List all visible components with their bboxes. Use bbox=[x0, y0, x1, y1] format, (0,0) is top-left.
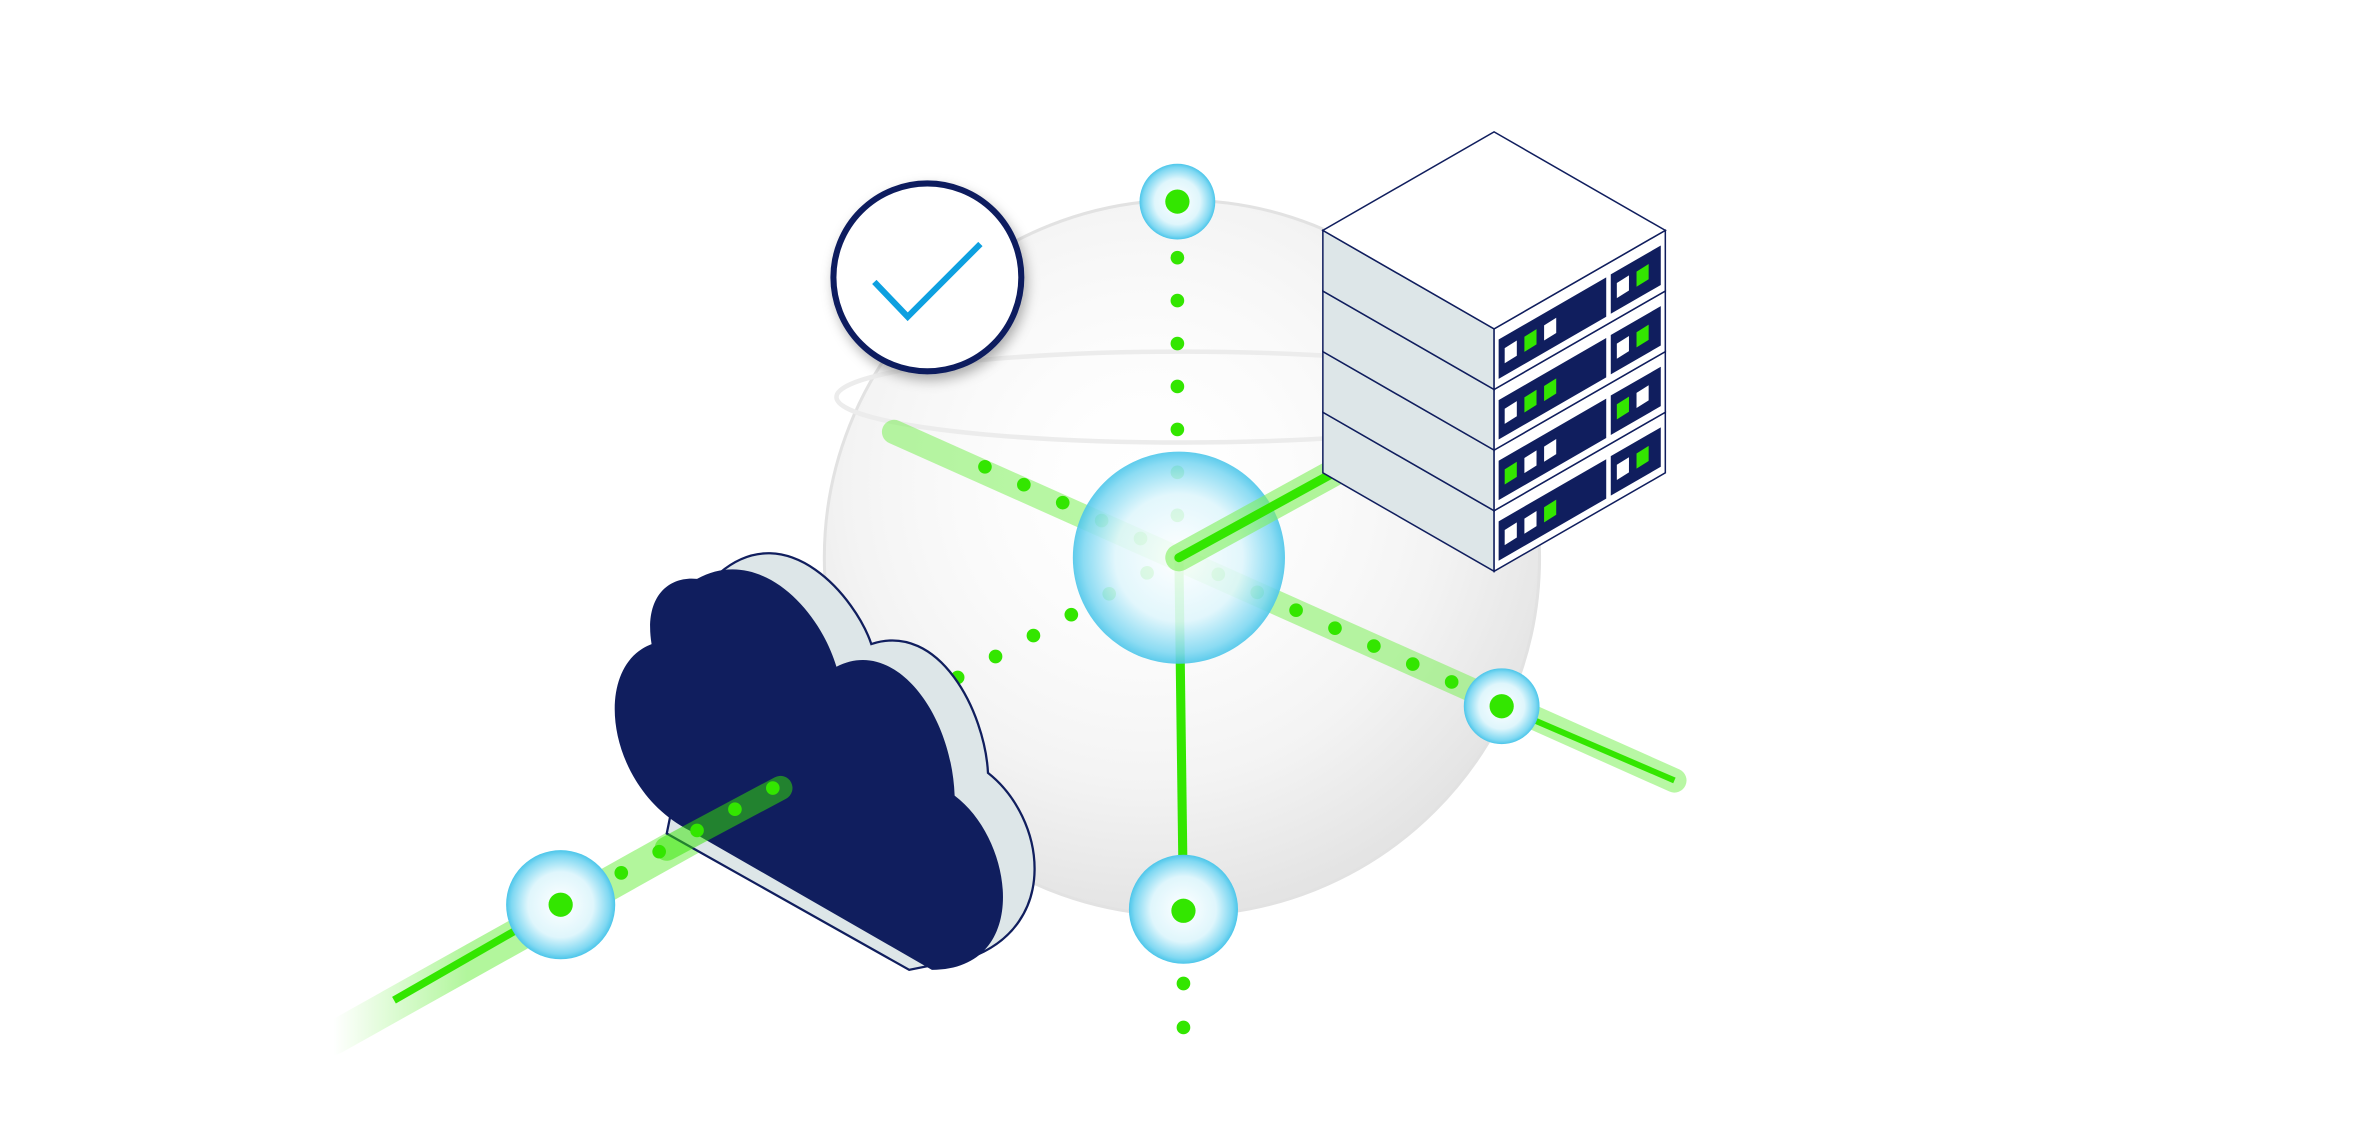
server-unit bbox=[1322, 410, 1667, 573]
server-led bbox=[1544, 439, 1557, 462]
server-unit bbox=[1322, 350, 1667, 513]
link-dot bbox=[978, 459, 992, 474]
server-led bbox=[1616, 275, 1629, 299]
server-led bbox=[1616, 336, 1629, 359]
link-dot bbox=[1367, 639, 1381, 653]
server-led bbox=[1544, 378, 1557, 402]
link-dot bbox=[1026, 628, 1041, 643]
server-led bbox=[1524, 329, 1537, 352]
server-led bbox=[1544, 317, 1557, 341]
cloud-icon bbox=[614, 552, 1036, 972]
server-led bbox=[1616, 457, 1629, 480]
link-dot bbox=[728, 802, 742, 817]
server-led bbox=[1524, 450, 1537, 474]
link-dot bbox=[1289, 603, 1303, 618]
link-dot bbox=[1064, 607, 1079, 622]
server-led bbox=[1636, 324, 1649, 348]
network-nodes bbox=[506, 163, 1540, 964]
server-led bbox=[1636, 385, 1649, 409]
link-dot bbox=[765, 781, 780, 795]
link-dot bbox=[1328, 621, 1342, 635]
server-led bbox=[1636, 445, 1649, 469]
link-dot bbox=[1170, 336, 1185, 351]
network-link-cloud-inner bbox=[654, 775, 793, 861]
link-dot bbox=[1444, 675, 1459, 689]
link-dot bbox=[1405, 657, 1420, 671]
link-dot bbox=[652, 844, 666, 859]
link-dot bbox=[614, 866, 629, 880]
server-unit bbox=[1322, 289, 1667, 452]
link-dot bbox=[988, 649, 1003, 664]
link-dot bbox=[1170, 250, 1185, 265]
server-led bbox=[1504, 401, 1517, 424]
link-dot bbox=[1017, 477, 1031, 492]
server-unit bbox=[1321, 131, 1667, 391]
server-led bbox=[1616, 396, 1629, 420]
link-dot bbox=[1170, 379, 1185, 394]
server-led bbox=[1524, 389, 1537, 413]
link-dot bbox=[1176, 1020, 1191, 1035]
server-led bbox=[1504, 340, 1517, 364]
server-stack-icon bbox=[1321, 131, 1667, 573]
checkmark-badge-icon bbox=[830, 180, 1025, 375]
server-led bbox=[1504, 461, 1517, 485]
link-dot bbox=[1055, 495, 1070, 510]
link-dot bbox=[1176, 976, 1191, 991]
link-dot bbox=[690, 823, 704, 838]
server-led bbox=[1636, 264, 1649, 287]
link-dot bbox=[1170, 293, 1185, 308]
link-dot bbox=[1170, 422, 1185, 437]
